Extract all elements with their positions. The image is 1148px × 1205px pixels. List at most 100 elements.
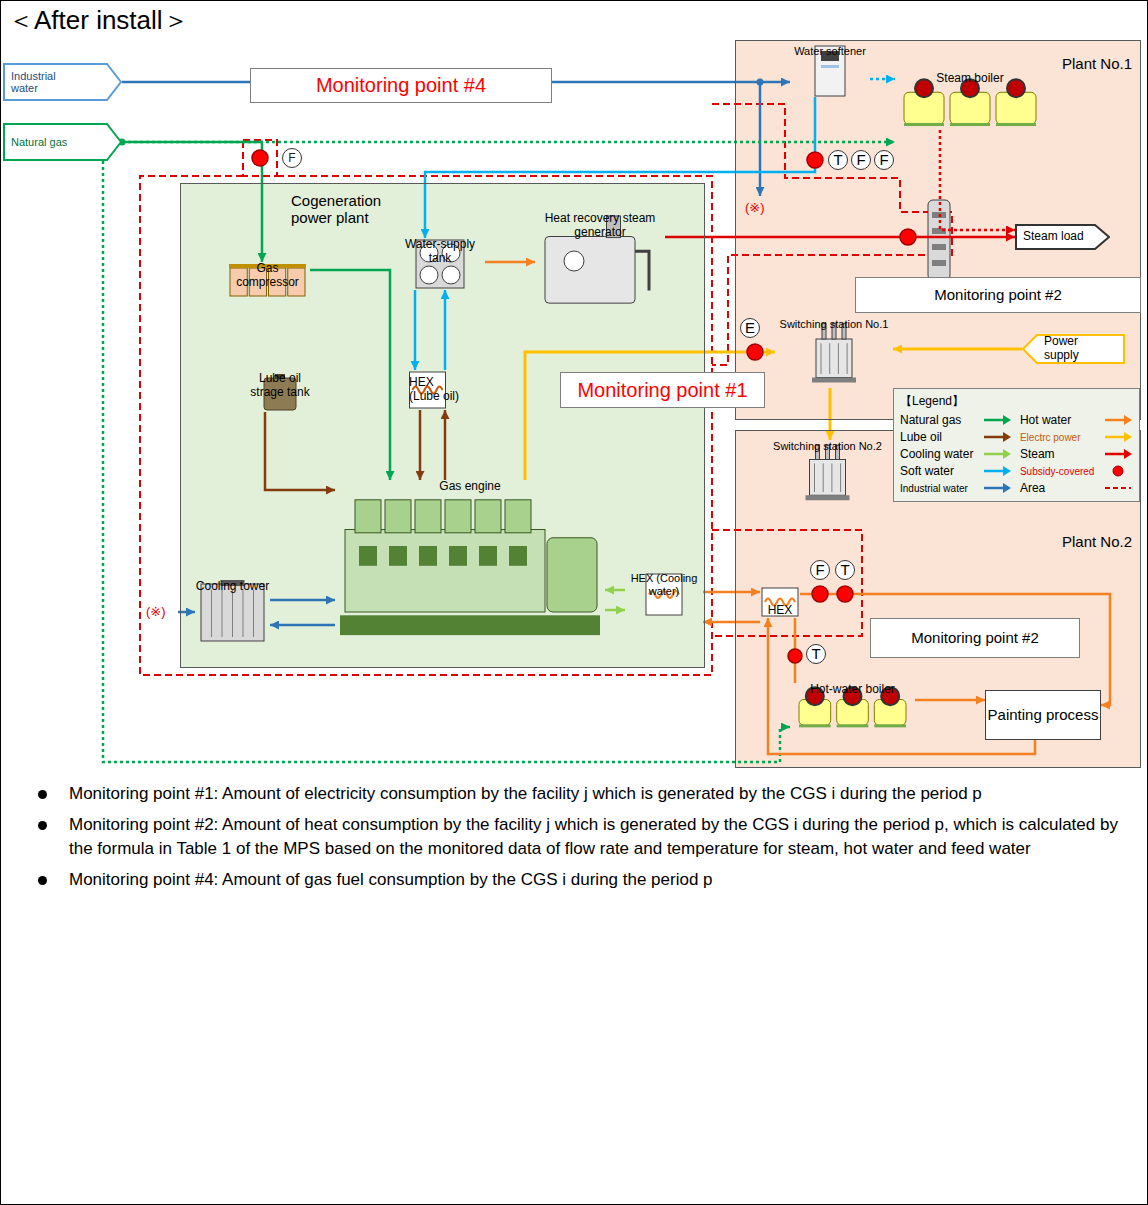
legend-item: Natural gas [900,413,1012,427]
node-label: Cogeneration power plant [291,192,411,227]
water-branch-line [759,82,762,196]
boiler-base [799,724,831,727]
transformer-fin [838,343,839,374]
legend-text: Electrc power [1020,432,1081,443]
bullet-dot [38,821,47,830]
node-label: HEX (Lube oil) [405,376,467,404]
node-label: F [856,151,865,168]
region-fill [735,40,1141,420]
legend-line [984,487,1004,490]
node-label: Switching station No.1 [775,318,893,331]
node-label: Monitoring point #2 [934,286,1062,303]
monitoring-dot [252,150,268,166]
header-nozzle [932,260,946,266]
legend-head [1003,432,1011,442]
transformer-fin [847,343,848,374]
note-item: Monitoring point #1: Amount of electrici… [30,782,1120,807]
tag-outline [4,124,121,160]
heat-exchanger: HEX [760,586,800,618]
node-label: Monitoring point #2 [911,629,1039,646]
temperature-meter: T [806,644,826,664]
monitoring-dots [252,150,916,663]
boiler-base [996,123,1036,126]
node-label: HEX [760,604,800,618]
header-body [928,200,950,280]
hrsg-gauge [564,251,584,271]
legend-text: Industrial water [900,483,968,494]
monitoring-box: Monitoring point #4 [250,68,552,103]
water-softener: Water softener [790,45,870,97]
legend-line [1105,453,1125,456]
tag-outline [4,64,121,100]
switching-station: Switching station No.2 [765,440,890,505]
node-label: Industrial water [11,70,73,94]
transformer-fin [831,463,832,492]
legend-head [1003,415,1011,425]
boiler-base [874,724,906,727]
flow-connector [893,348,1022,351]
node-label: F [815,561,824,578]
monitoring-dot [812,586,828,602]
legend-line [984,419,1004,422]
legend-text: Cooling water [900,447,973,461]
monitoring-dot [747,344,763,360]
node-label: E [745,319,755,336]
legend-head [1003,449,1011,459]
node-label: Steam boiler [895,72,1045,86]
switching-station: Switching station No.1 [775,318,893,388]
temperature-meter: T [828,150,848,170]
legend-sample [1103,414,1133,426]
legend-text: Hot water [1020,413,1071,427]
flow-connector [419,410,422,480]
steam-header [928,200,950,280]
tower-louver [222,590,223,637]
cylinder-head [415,500,441,533]
node-label: Power supply [1044,335,1106,363]
source-tag: Natural gas [3,123,122,161]
page-title: ＜After install＞ [8,3,189,38]
transformer-fin [823,463,824,492]
engine-base [340,615,600,635]
area-dash [140,176,712,675]
area-dash [243,140,277,176]
legend-item: Subsidy-covered [1020,464,1133,478]
bullet-dot [38,876,47,885]
legend-sample [982,465,1012,477]
transformer-body [810,460,846,496]
hrsg-pipe [635,251,649,290]
flow-connector [444,290,447,370]
legend-text: Lube oil [900,430,942,444]
sink-tag: Steam load [1015,224,1110,250]
cylinder-head [385,500,411,533]
node-label: Cooling tower [195,580,270,594]
legend-item: Hot water [1020,413,1133,427]
boiler-base [837,724,869,727]
heat-recovery-steam-generator: Heat recovery steam generator [535,212,665,310]
water-supply-tank: Water-supply tank [395,238,485,290]
flow-connector [485,261,535,264]
node-label: Plant No.2 [1062,533,1132,550]
flow-connector [665,236,1015,239]
flow-connector [829,388,832,440]
tower-louver [211,590,212,637]
heat-exchanger: HEX (Cooling water) [625,572,703,617]
flow-connector [605,609,625,612]
transformer-fin [840,463,841,492]
gas-engine: Gas engine [335,480,605,645]
legend-sample [1103,482,1133,494]
transformer-base [806,495,850,500]
legend-sample [982,414,1012,426]
continuation-mark: (※) [146,604,166,619]
continuation-mark: (※) [745,200,765,215]
cylinder-port [389,546,407,566]
legend-head [1124,432,1132,442]
transformer-fin [821,343,822,374]
legend-box: 【Legend】Natural gasHot waterLube oilElec… [893,388,1140,502]
hot-water-boiler: Hot-water boiler [790,683,915,730]
softener-stripe [821,65,839,68]
cylinder-port [509,546,527,566]
cylinder-head [505,500,531,533]
node-label: Steam load [1023,230,1085,244]
tower-louver [243,590,244,637]
flow-connector [703,621,760,624]
